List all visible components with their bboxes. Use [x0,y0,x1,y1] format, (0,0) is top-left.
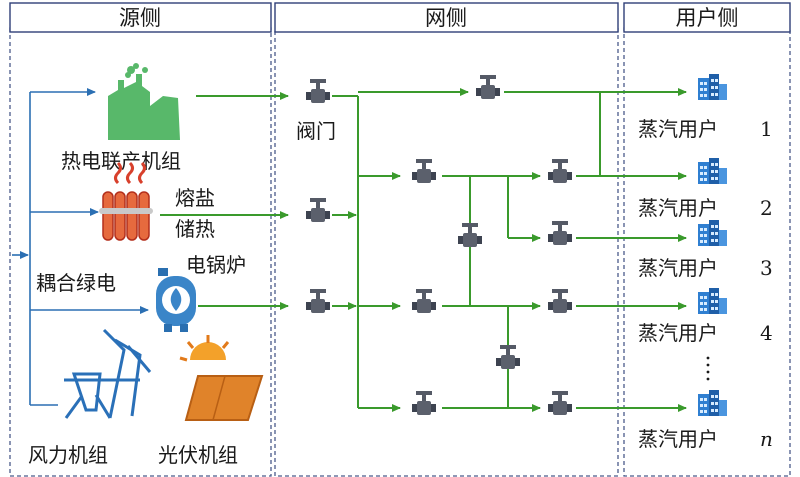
building-icon [698,74,727,100]
molten-salt-label-2: 储热 [175,217,215,241]
valve-icon [548,159,572,183]
wind-turbine-icon [64,328,152,419]
user-4-label: 蒸汽用户 [638,321,718,345]
valve-icon [412,159,436,183]
user-header: 用户侧 [676,6,739,30]
source-header-box [9,2,272,33]
building-icon [698,220,727,246]
user-1: 蒸汽用户 1 [638,117,773,141]
user-4: 蒸汽用户 4 [638,321,773,345]
valve-icon [306,79,330,103]
building-icon [698,288,727,314]
building-icon [698,158,727,184]
user-3-id: 3 [760,256,773,280]
green-power-label: 耦合绿电 [36,271,116,295]
wind-label: 风力机组 [28,443,108,467]
source-section-frame [9,27,272,477]
grid-header-box [274,2,619,33]
user-3-label: 蒸汽用户 [638,256,718,280]
steam-pipe-network [332,88,687,412]
ellipsis-dots [706,356,710,381]
user-n: 蒸汽用户 n [638,427,773,451]
valve-icon [306,198,330,222]
user-header-box [623,2,791,33]
grid-header: 网侧 [425,6,467,30]
valve-icon [548,391,572,415]
user-4-id: 4 [760,321,773,345]
valve-icon [412,289,436,313]
molten-salt-icon [99,161,153,241]
building-icon [698,390,727,416]
user-1-label: 蒸汽用户 [638,117,718,141]
valve-icon [306,289,330,313]
user-n-label: 蒸汽用户 [638,427,718,451]
valve-icon [458,223,482,247]
source-header: 源侧 [119,6,161,30]
valve-icon [412,391,436,415]
green-power-bus [12,88,149,406]
molten-salt-label-1: 熔盐 [175,186,215,210]
pv-label: 光伏机组 [158,443,238,467]
user-2-label: 蒸汽用户 [638,196,718,220]
valve-icon [548,221,572,245]
electric-boiler-icon [156,268,196,332]
user-3: 蒸汽用户 3 [638,256,773,280]
valve-icon [548,289,572,313]
user-1-id: 1 [760,117,773,141]
chp-plant-icon [108,63,180,140]
user-section-frame [623,27,791,477]
user-n-id: n [760,427,773,451]
boiler-label: 电锅炉 [186,253,246,277]
valve-icon [496,345,520,369]
pv-panel-icon [179,335,264,421]
user-2-id: 2 [760,196,773,220]
valve-icon [476,75,500,99]
valve-label: 阀门 [296,119,336,143]
user-2: 蒸汽用户 2 [638,196,773,220]
